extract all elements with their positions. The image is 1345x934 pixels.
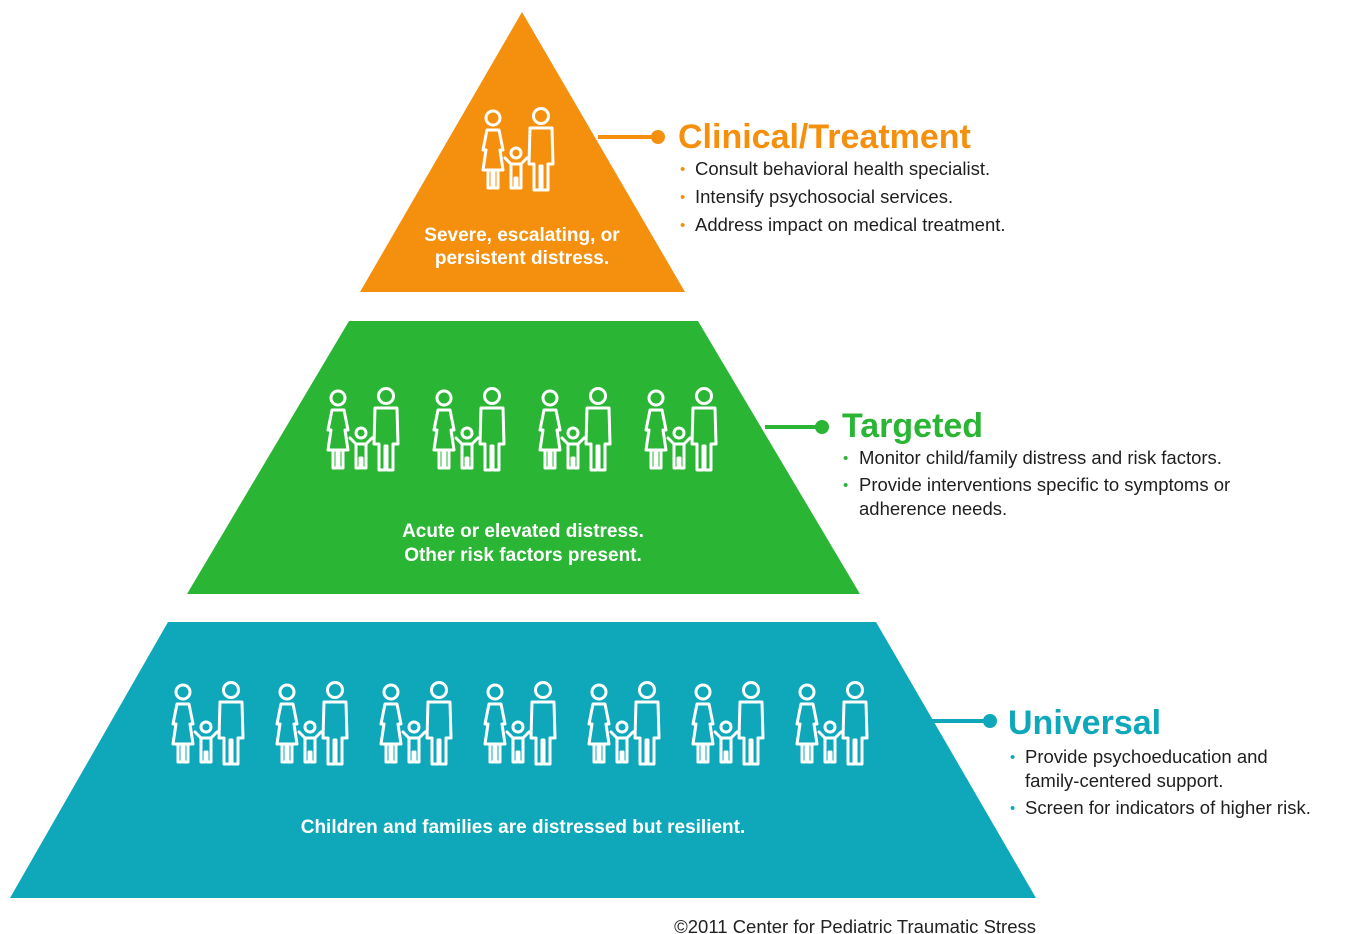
bullet-icon: • <box>1010 800 1015 817</box>
tier-clinical: Severe, escalating, or persistent distre… <box>360 12 1006 292</box>
bullet-item-text: Address impact on medical treatment. <box>695 214 1006 235</box>
tier-universal: Children and families are distressed but… <box>10 622 1311 898</box>
tier-targeted-description-line-2: Other risk factors present. <box>404 545 642 566</box>
tier-targeted-title: Targeted <box>842 407 983 445</box>
tier-targeted-bullets: • Monitor child/family distress and risk … <box>843 447 1230 519</box>
tier-clinical-bullets: • Consult behavioral health specialist. • I… <box>680 158 1006 235</box>
bullet-item-text: Provide interventions specific to sympto… <box>859 474 1230 495</box>
bullet-item-text: adherence needs. <box>859 498 1007 519</box>
bullet-icon: • <box>680 161 685 178</box>
bullet-icon: • <box>680 217 685 234</box>
bullet-item-text: Provide psychoeducation and <box>1025 746 1268 767</box>
tier-universal-bullets: • Provide psychoeducation and family-cente… <box>1010 746 1311 818</box>
tier-targeted-description-line-1: Acute or elevated distress. <box>402 521 644 542</box>
copyright-text: ©2011 Center for Pediatric Traumatic Str… <box>674 916 1036 934</box>
tier-clinical-description-line-2: persistent distress. <box>435 248 609 269</box>
bullet-item-text: Screen for indicators of higher risk. <box>1025 797 1311 818</box>
tier-clinical-shape <box>360 12 685 292</box>
tier-universal-description: Children and families are distressed but… <box>301 817 746 838</box>
bullet-icon: • <box>843 450 848 467</box>
bullet-item-text: Monitor child/family distress and risk f… <box>859 447 1222 468</box>
tier-targeted: Acute or elevated distress. Other risk f… <box>187 321 1230 594</box>
bullet-item-text: Intensify psychosocial services. <box>695 186 953 207</box>
tier-clinical-title: Clinical/Treatment <box>678 118 971 156</box>
tier-clinical-connector-dot <box>651 130 665 144</box>
bullet-icon: • <box>1010 749 1015 766</box>
tier-targeted-shape <box>187 321 860 594</box>
tier-clinical-description-line-1: Severe, escalating, or <box>424 225 620 246</box>
tier-targeted-connector-dot <box>815 420 829 434</box>
bullet-item-text: Consult behavioral health specialist. <box>695 158 990 179</box>
bullet-item-text: family-centered support. <box>1025 770 1223 791</box>
tier-universal-connector-dot <box>983 714 997 728</box>
tier-universal-title: Universal <box>1008 704 1161 742</box>
bullet-icon: • <box>680 189 685 206</box>
bullet-icon: • <box>843 477 848 494</box>
